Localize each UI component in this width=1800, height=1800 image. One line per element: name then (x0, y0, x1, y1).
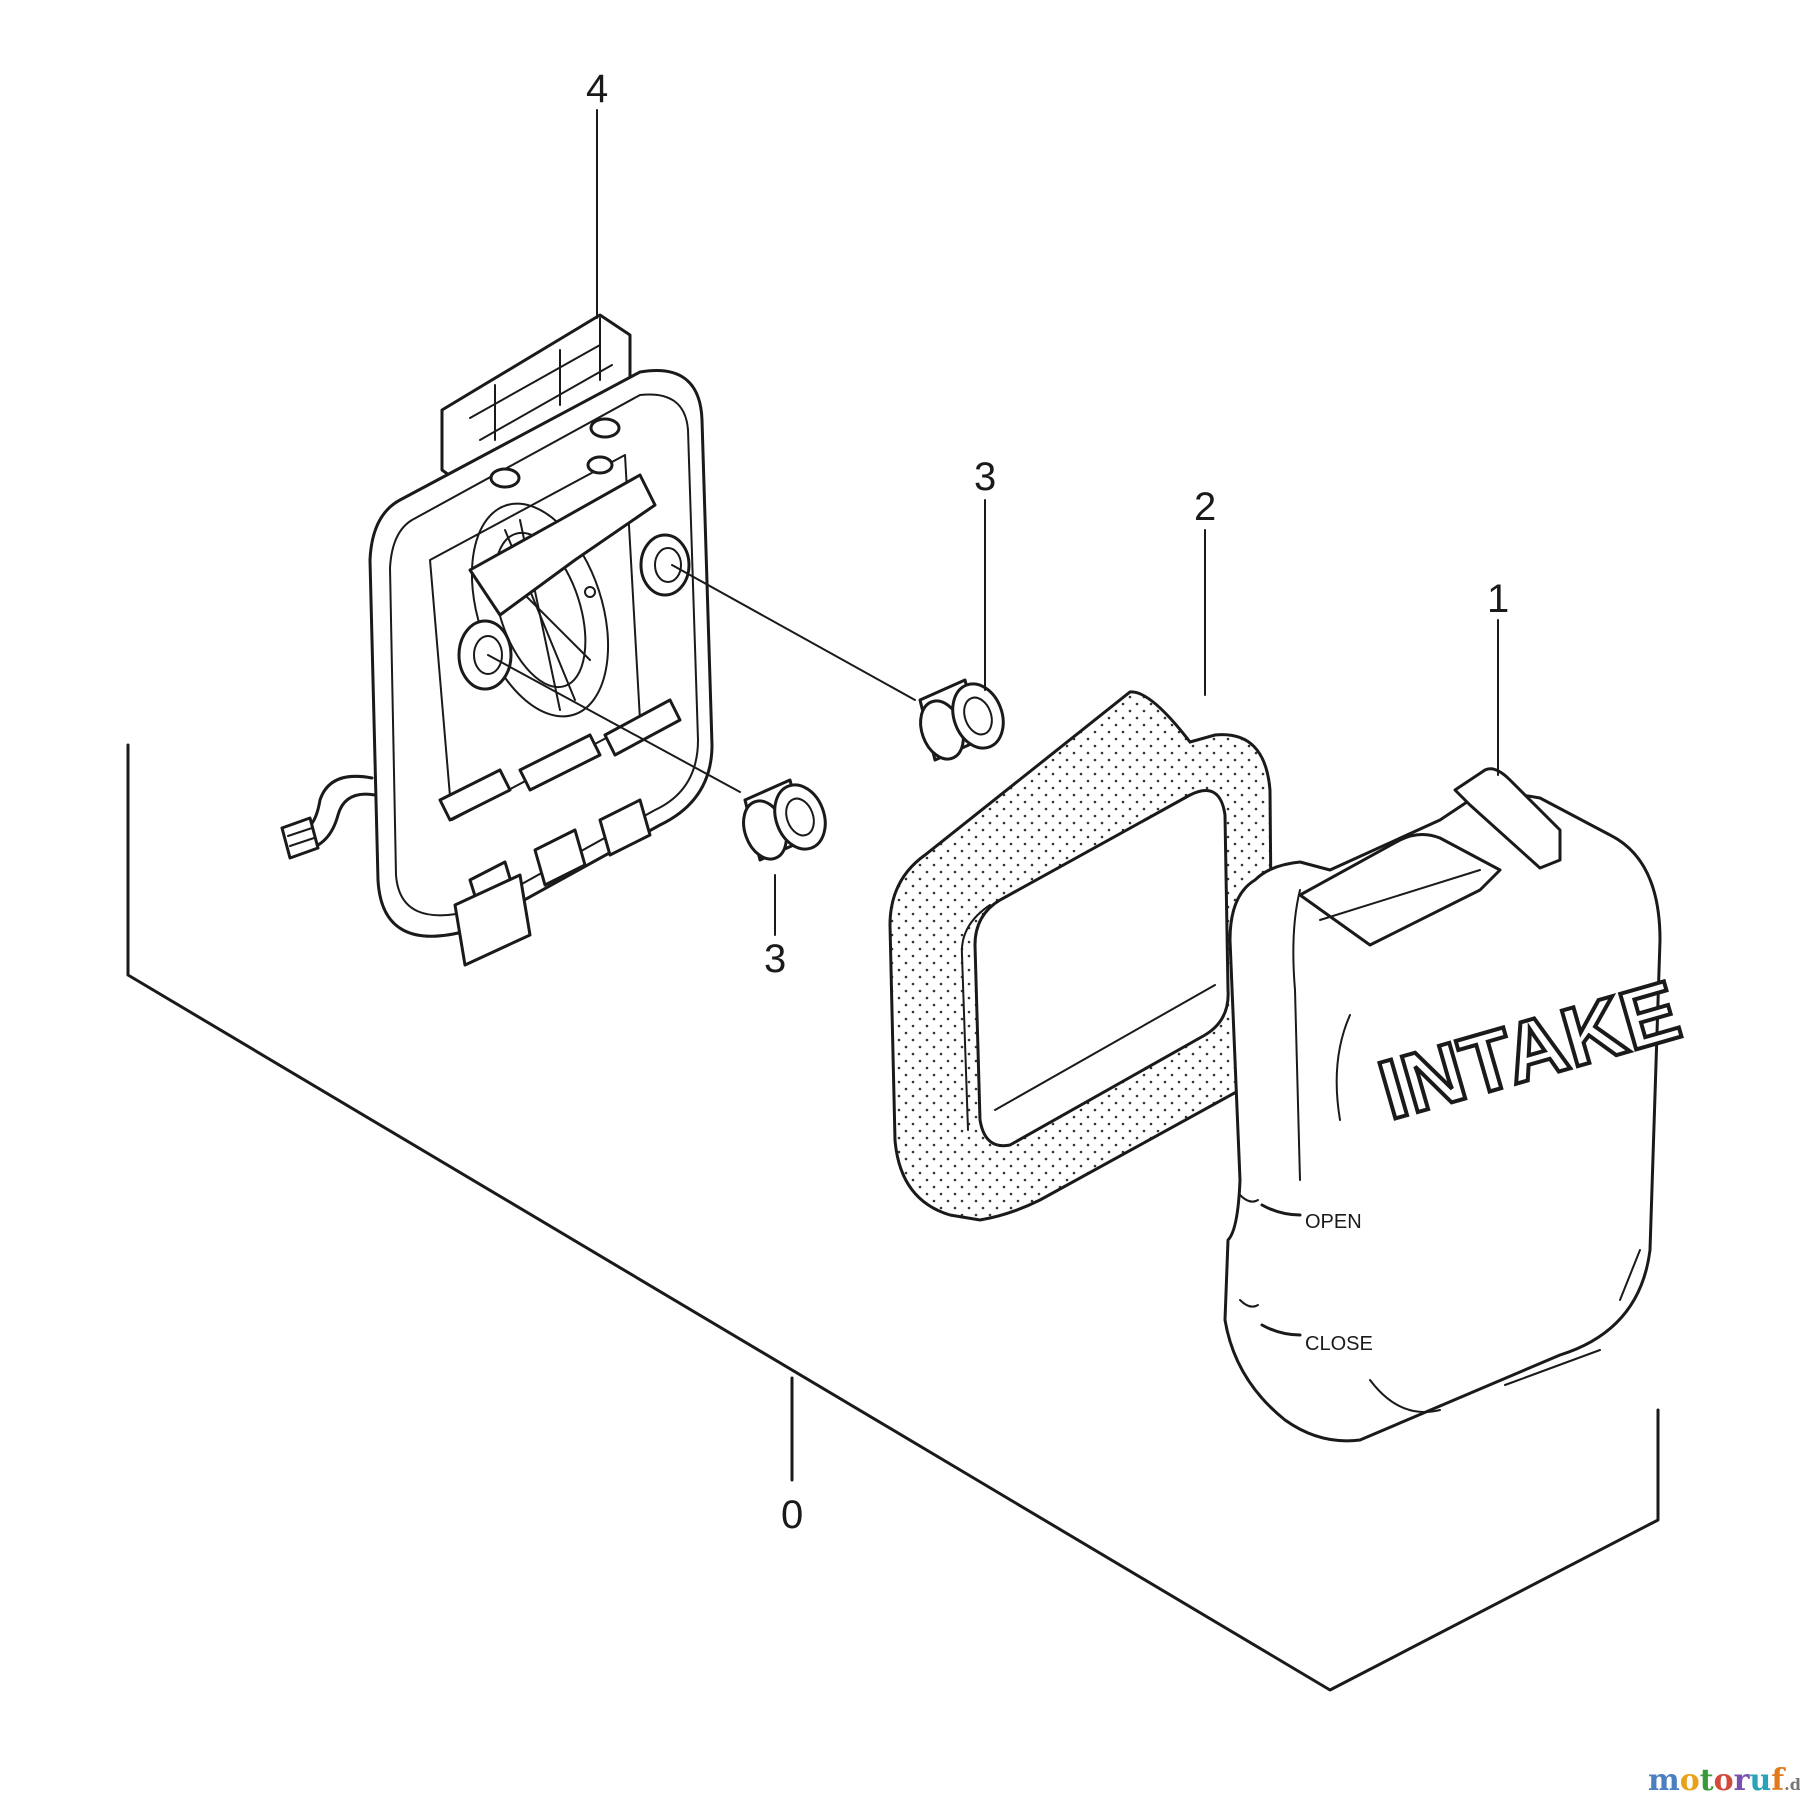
watermark-letter: r (1734, 1763, 1751, 1798)
watermark-letter: o (1714, 1763, 1734, 1798)
watermark-suffix: .de (1784, 1775, 1800, 1794)
callout-part-3-lower: 3 (764, 937, 786, 981)
cover-close-label: CLOSE (1305, 1333, 1373, 1355)
callout-part-4: 4 (586, 67, 608, 111)
assembly-center-lines (487, 564, 916, 793)
watermark-letter: o (1680, 1763, 1700, 1798)
spacer-upper (918, 678, 1005, 762)
foam-filter-element (888, 690, 1274, 1222)
callout-leaders (596, 109, 1499, 936)
watermark-letter: f (1771, 1763, 1786, 1798)
spacer-lower (742, 778, 827, 862)
watermark-letter: t (1700, 1763, 1714, 1798)
filter-base-plate (280, 313, 714, 967)
callout-assembly-0: 0 (781, 1493, 803, 1537)
watermark-letter: u (1749, 1763, 1771, 1798)
assembly-bracket (126, 743, 1660, 1692)
callout-part-1: 1 (1487, 577, 1509, 621)
air-filter-cover (1223, 767, 1662, 1443)
watermark-logo: motoruf.de (1648, 1763, 1800, 1798)
cover-open-label: OPEN (1305, 1211, 1362, 1233)
callout-part-3-upper: 3 (974, 455, 996, 499)
callout-part-2: 2 (1194, 485, 1216, 529)
watermark-letter: m (1648, 1763, 1680, 1798)
